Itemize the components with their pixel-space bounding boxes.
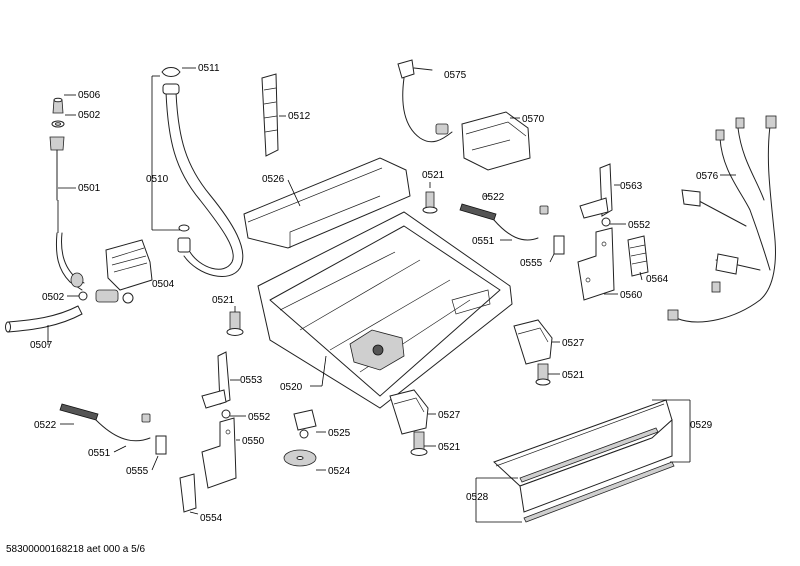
label-0529: 0529 (690, 420, 713, 431)
label-0522-right: 0522 (482, 192, 505, 203)
part-0502-washer-bottom (67, 291, 88, 301)
part-0528-trim-strip (475, 427, 675, 523)
part-0563-lever (579, 163, 620, 219)
label-0554: 0554 (200, 513, 223, 524)
part-0511-clamp (161, 67, 196, 77)
label-0521-a: 0521 (422, 170, 445, 181)
part-0522-spring-left (59, 403, 99, 425)
label-0555-left: 0555 (126, 466, 149, 477)
label-0551-left: 0551 (88, 448, 111, 459)
label-0563: 0563 (620, 181, 643, 192)
part-0529-plinth (493, 399, 691, 513)
label-0525: 0525 (328, 428, 351, 439)
part-0506-cap (52, 94, 76, 114)
part-0564-connector (627, 235, 649, 281)
label-0550: 0550 (242, 436, 265, 447)
label-0553: 0553 (240, 375, 263, 386)
part-0521-foot-d (410, 431, 436, 456)
part-0527-guide-right (513, 319, 560, 365)
part-0552-spring-clip-left (221, 409, 246, 419)
label-0512: 0512 (288, 111, 311, 122)
label-0524: 0524 (328, 466, 351, 477)
part-0502-washer-top (51, 114, 76, 128)
label-0570: 0570 (522, 114, 545, 125)
label-0552-left: 0552 (248, 412, 271, 423)
label-0528: 0528 (466, 492, 489, 503)
label-0527-right: 0527 (562, 338, 585, 349)
label-0520: 0520 (280, 382, 303, 393)
part-0555-clip-right (549, 235, 565, 263)
part-0521-foot-b (226, 306, 244, 336)
label-0502-top: 0502 (78, 110, 101, 121)
label-0502-bottom: 0502 (42, 292, 65, 303)
label-0504: 0504 (152, 279, 175, 290)
part-0554-bracket (179, 473, 199, 515)
part-0526-cover (243, 157, 411, 249)
part-0553-lever-left (201, 351, 240, 409)
part-0570-control-module (461, 111, 531, 171)
part-0512-holder (261, 73, 286, 157)
label-0506: 0506 (78, 90, 101, 101)
part-0501-inlet-hose (49, 136, 85, 291)
label-0521-b: 0521 (212, 295, 235, 306)
document-id-footer: 58300000168218 aet 000 a 5/6 (6, 544, 146, 555)
part-0552-spring-clip-right (601, 217, 626, 227)
part-0521-foot-c (535, 363, 560, 386)
part-0576-wiring-harness (667, 115, 777, 323)
label-0564: 0564 (646, 274, 669, 285)
label-0560: 0560 (620, 290, 643, 301)
label-0552-right: 0552 (628, 220, 651, 231)
label-0511: 0511 (198, 63, 220, 74)
label-0555-right: 0555 (520, 258, 543, 269)
label-0507: 0507 (30, 340, 53, 351)
part-0521-foot-a (422, 182, 438, 214)
part-0524-disc (283, 449, 326, 471)
label-0501: 0501 (78, 183, 101, 194)
label-0521-c: 0521 (562, 370, 585, 381)
label-0526: 0526 (262, 174, 285, 185)
part-0555-clip-left (151, 435, 167, 471)
part-0510-drain-hose (151, 75, 244, 277)
part-0551-cable-left (95, 413, 151, 453)
label-0551-right: 0551 (472, 236, 495, 247)
label-0576: 0576 (696, 171, 719, 182)
label-0510: 0510 (146, 174, 169, 185)
part-0504-valve (95, 239, 153, 304)
part-0550-hinge-plate-left (201, 417, 240, 489)
part-0560-hinge-plate (577, 227, 618, 301)
label-0527-left: 0527 (438, 410, 461, 421)
label-0522-left: 0522 (34, 420, 57, 431)
part-0575-mains-cable (397, 59, 453, 143)
label-0521-d: 0521 (438, 442, 461, 453)
part-0507-hose (5, 305, 83, 345)
label-0575: 0575 (444, 70, 467, 81)
part-0527-guide-left (389, 389, 436, 435)
part-0551-cable-right (493, 205, 549, 241)
part-0525-clip (293, 409, 326, 439)
part-0520-base-frame (257, 211, 513, 409)
